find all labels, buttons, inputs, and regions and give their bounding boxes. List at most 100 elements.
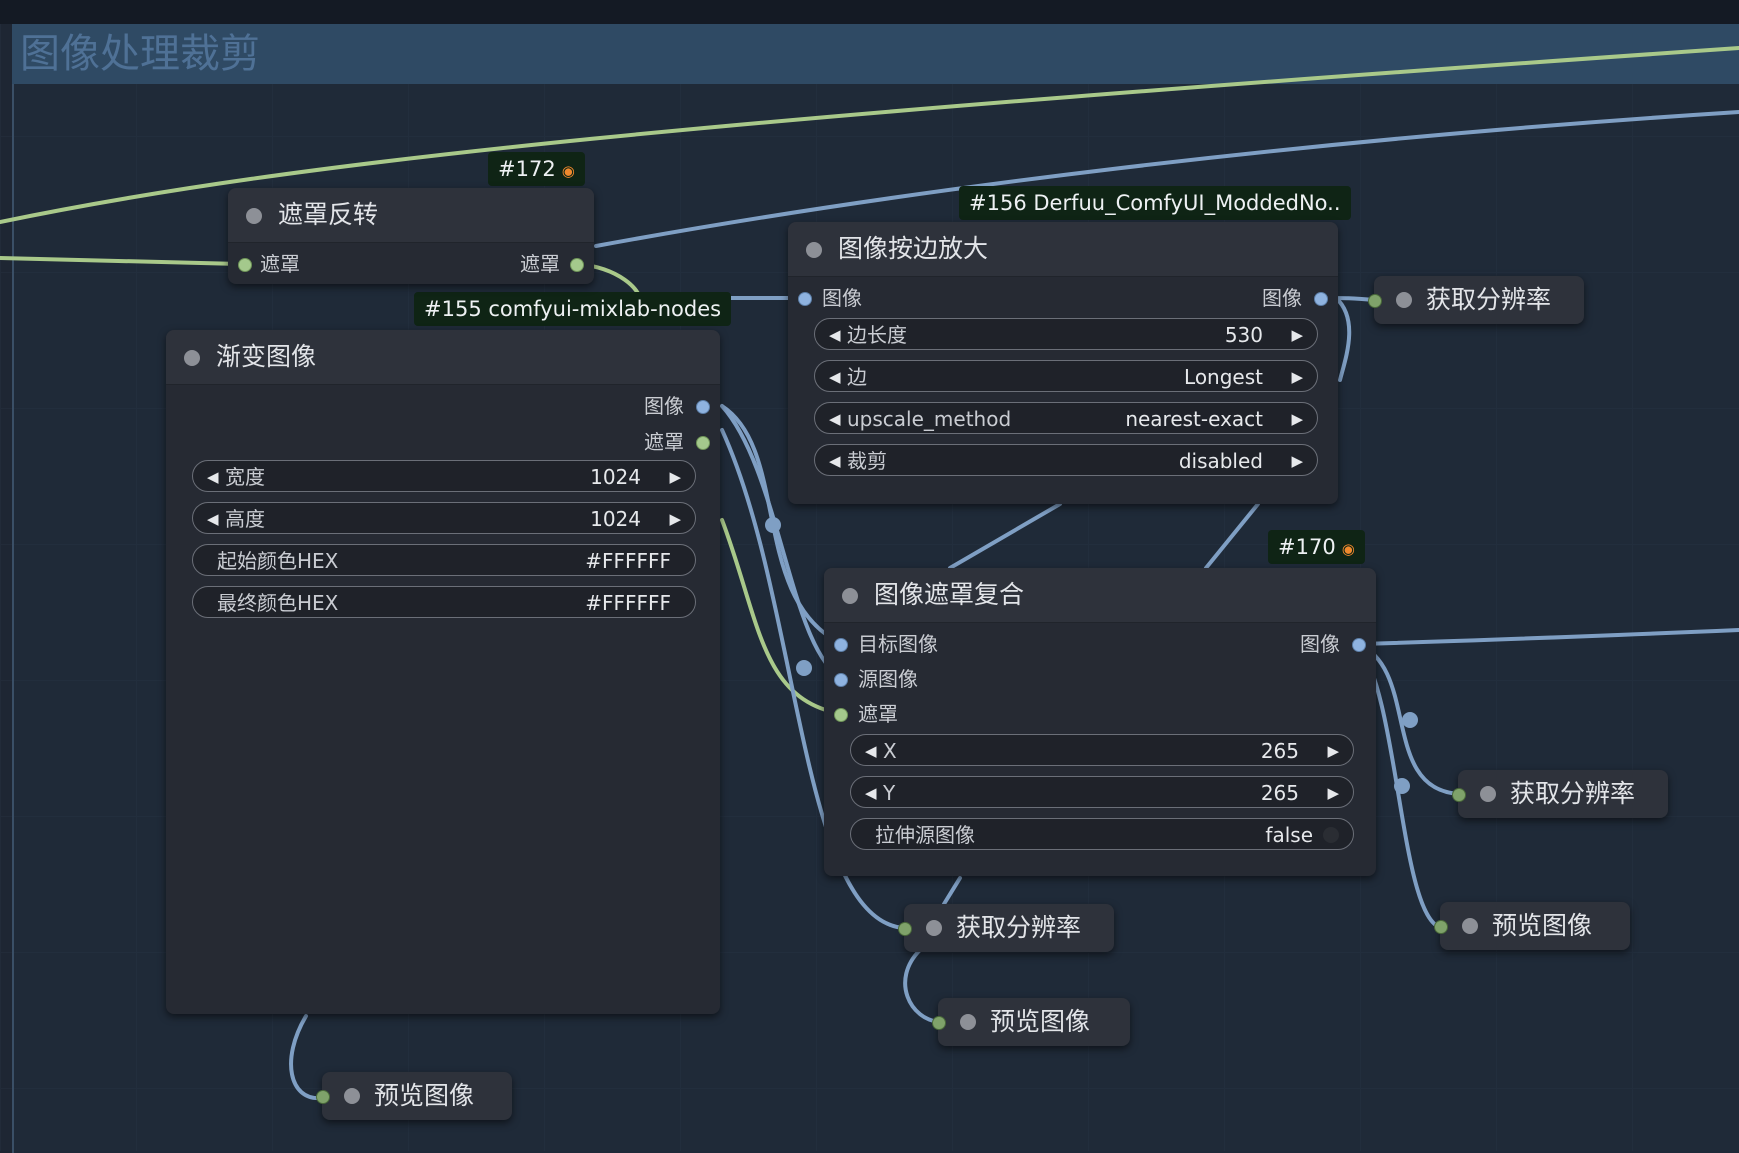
widget-x[interactable]: ◀ X 265 ▶: [850, 734, 1354, 766]
node-preview-image-2[interactable]: 预览图像: [932, 998, 1130, 1046]
collapse-dot-icon[interactable]: [1396, 292, 1412, 308]
node-get-resolution-2[interactable]: 获取分辨率: [1452, 770, 1668, 818]
node-header[interactable]: 图像按边放大: [788, 222, 1338, 277]
node-header[interactable]: 遮罩反转: [228, 188, 594, 243]
node-gradient-image[interactable]: 渐变图像 图像 遮罩 ◀ 宽度 1024 ▶ ◀ 高度 1024 ▶ 起始颜色H…: [166, 330, 720, 1014]
widget-label: 拉伸源图像: [875, 823, 975, 847]
widget-value: #FFFFFF: [585, 549, 671, 573]
collapse-dot-icon[interactable]: [344, 1088, 360, 1104]
input-slot-image[interactable]: [1434, 920, 1448, 934]
reroute-dot-2: [796, 660, 812, 676]
output-label-mask: 遮罩: [520, 252, 560, 276]
collapse-dot-icon[interactable]: [842, 588, 858, 604]
widget-crop[interactable]: ◀ 裁剪 disabled ▶: [814, 444, 1318, 476]
node-title: 图像按边放大: [838, 234, 989, 263]
decrement-arrow-icon[interactable]: ◀: [207, 510, 219, 528]
image-wire-comp-out: [1356, 628, 1739, 646]
input-slot-image[interactable]: [932, 1016, 946, 1030]
node-get-resolution-1[interactable]: 获取分辨率: [1368, 276, 1584, 324]
input-slot-image[interactable]: [798, 292, 812, 306]
node-title: 预览图像: [374, 1081, 475, 1110]
widget-end-color[interactable]: 最终颜色HEX #FFFFFF: [192, 586, 696, 618]
node-get-resolution-3[interactable]: 获取分辨率: [898, 904, 1114, 952]
input-slot-mask[interactable]: [834, 708, 848, 722]
group-header[interactable]: [12, 24, 1739, 84]
mask-wire-into-invert: [0, 256, 242, 266]
increment-arrow-icon[interactable]: ▶: [669, 468, 681, 486]
fox-logo-icon: ◉: [561, 162, 575, 180]
node-header[interactable]: 渐变图像: [166, 330, 720, 385]
increment-arrow-icon[interactable]: ▶: [1291, 368, 1303, 386]
widget-value: disabled: [1178, 449, 1263, 473]
badge-155: #155 comfyui-mixlab-nodes: [414, 292, 732, 326]
badge-170-label: #170: [1278, 535, 1336, 559]
node-title: 图像遮罩复合: [874, 580, 1025, 609]
node-title: 预览图像: [1492, 911, 1593, 940]
collapse-dot-icon[interactable]: [184, 350, 200, 366]
widget-label: 最终颜色HEX: [217, 591, 339, 615]
output-label-image: 图像: [1300, 632, 1340, 656]
input-slot-target-image[interactable]: [834, 638, 848, 652]
input-slot-image[interactable]: [898, 922, 912, 936]
badge-172-label: #172: [498, 157, 556, 181]
decrement-arrow-icon[interactable]: ◀: [865, 784, 877, 802]
decrement-arrow-icon[interactable]: ◀: [829, 452, 841, 470]
decrement-arrow-icon[interactable]: ◀: [829, 368, 841, 386]
output-slot-mask[interactable]: [570, 258, 584, 272]
output-slot-image[interactable]: [1314, 292, 1328, 306]
widget-label: 裁剪: [847, 449, 887, 473]
widget-upscale-method[interactable]: ◀ upscale_method nearest-exact ▶: [814, 402, 1318, 434]
collapse-dot-icon[interactable]: [1480, 786, 1496, 802]
node-mask-invert[interactable]: 遮罩反转 遮罩 遮罩: [228, 188, 594, 284]
decrement-arrow-icon[interactable]: ◀: [207, 468, 219, 486]
widget-side[interactable]: ◀ 边 Longest ▶: [814, 360, 1318, 392]
widget-y[interactable]: ◀ Y 265 ▶: [850, 776, 1354, 808]
input-slot-mask[interactable]: [238, 258, 252, 272]
badge-172: #172 ◉: [488, 152, 585, 186]
increment-arrow-icon[interactable]: ▶: [1291, 410, 1303, 428]
input-slot-image[interactable]: [1452, 788, 1466, 802]
output-slot-image[interactable]: [696, 400, 710, 414]
input-label-mask: 遮罩: [260, 252, 300, 276]
increment-arrow-icon[interactable]: ▶: [1327, 742, 1339, 760]
widget-label: 边长度: [847, 323, 907, 347]
toggle-indicator-icon[interactable]: [1323, 827, 1339, 843]
decrement-arrow-icon[interactable]: ◀: [865, 742, 877, 760]
node-preview-image-1[interactable]: 预览图像: [1434, 902, 1630, 950]
input-slot-image[interactable]: [316, 1090, 330, 1104]
node-image-mask-composite[interactable]: 图像遮罩复合 目标图像 源图像 遮罩 图像 ◀ X 265 ▶ ◀ Y 265 …: [824, 568, 1376, 876]
widget-stretch-source[interactable]: 拉伸源图像 false: [850, 818, 1354, 850]
widget-start-color[interactable]: 起始颜色HEX #FFFFFF: [192, 544, 696, 576]
increment-arrow-icon[interactable]: ▶: [669, 510, 681, 528]
output-slot-image[interactable]: [1352, 638, 1366, 652]
decrement-arrow-icon[interactable]: ◀: [829, 410, 841, 428]
node-image-scale-side[interactable]: 图像按边放大 图像 图像 ◀ 边长度 530 ▶ ◀ 边 Longest ▶ ◀…: [788, 222, 1338, 504]
collapse-dot-icon[interactable]: [926, 920, 942, 936]
increment-arrow-icon[interactable]: ▶: [1327, 784, 1339, 802]
widget-label: 宽度: [225, 465, 265, 489]
input-slot-source-image[interactable]: [834, 673, 848, 687]
output-label-mask: 遮罩: [644, 430, 684, 454]
widget-value: 1024: [590, 507, 641, 531]
collapse-dot-icon[interactable]: [960, 1014, 976, 1030]
node-preview-image-3[interactable]: 预览图像: [316, 1072, 512, 1120]
decrement-arrow-icon[interactable]: ◀: [829, 326, 841, 344]
widget-side-length[interactable]: ◀ 边长度 530 ▶: [814, 318, 1318, 350]
increment-arrow-icon[interactable]: ▶: [1291, 452, 1303, 470]
node-title: 预览图像: [990, 1007, 1091, 1036]
group-title[interactable]: 图像处理裁剪: [20, 31, 260, 77]
widget-value: nearest-exact: [1125, 407, 1263, 431]
widget-width[interactable]: ◀ 宽度 1024 ▶: [192, 460, 696, 492]
widget-height[interactable]: ◀ 高度 1024 ▶: [192, 502, 696, 534]
badge-156-label: #156 Derfuu_ComfyUI_ModdedNo..: [969, 191, 1341, 215]
collapse-dot-icon[interactable]: [1462, 918, 1478, 934]
collapse-dot-icon[interactable]: [246, 208, 262, 224]
mask-wire-grad-to-comp: [720, 518, 844, 716]
collapse-dot-icon[interactable]: [806, 242, 822, 258]
output-slot-mask[interactable]: [696, 436, 710, 450]
node-header[interactable]: 图像遮罩复合: [824, 568, 1376, 623]
widget-label: Y: [883, 781, 896, 805]
image-wire-grad-to-res: [720, 428, 906, 930]
increment-arrow-icon[interactable]: ▶: [1291, 326, 1303, 344]
input-slot-image[interactable]: [1368, 294, 1382, 308]
